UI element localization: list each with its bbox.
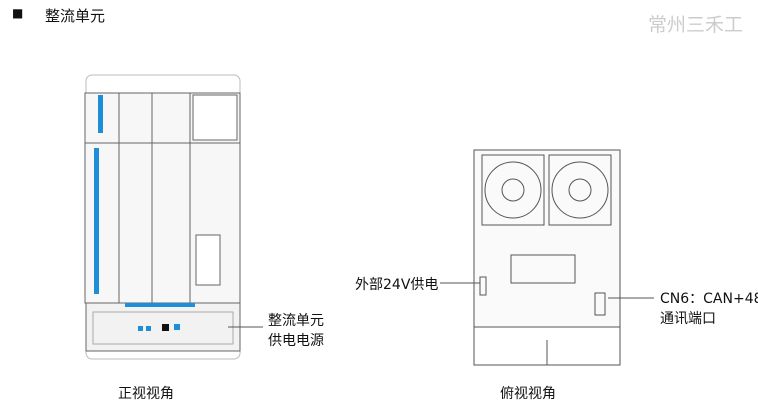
- front-view-drawing: [84, 74, 241, 360]
- top-callout-right-line2: 通讯端口: [660, 311, 716, 327]
- front-view-caption: 正视视角: [118, 386, 174, 402]
- top-callout-left: 外部24V供电: [355, 277, 439, 293]
- front-callout-line2: 供电电源: [268, 333, 324, 349]
- watermark: 常州三禾工: [648, 14, 744, 36]
- section-bullet: ■: [12, 6, 24, 20]
- top-view-drawing: [473, 149, 621, 366]
- front-callout-line1: 整流单元: [268, 313, 324, 329]
- section-title: 整流单元: [45, 7, 106, 25]
- top-view-caption: 俯视视角: [500, 386, 556, 402]
- top-callout-right-line1: CN6：CAN+485: [660, 291, 758, 307]
